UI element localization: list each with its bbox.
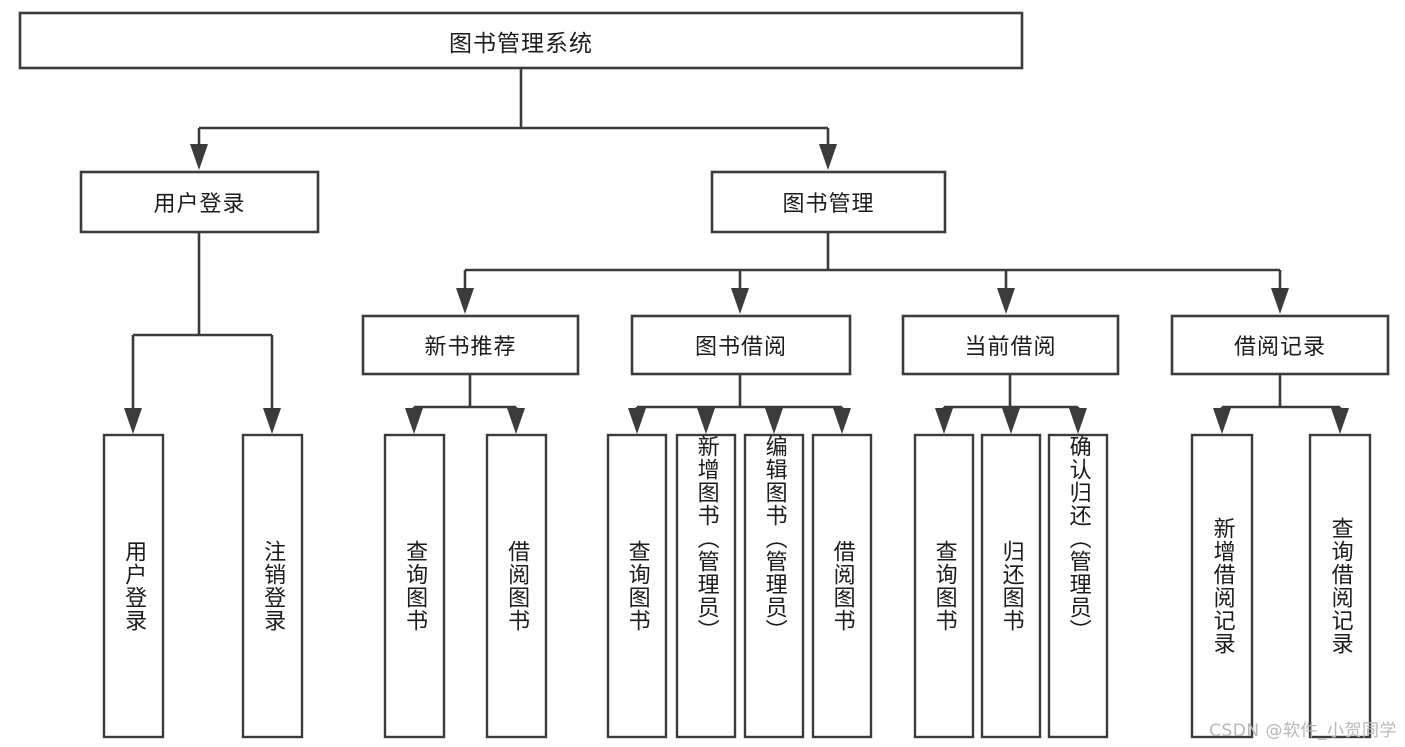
node-book-borrow[interactable] <box>630 314 852 376</box>
node-book-manage[interactable] <box>710 170 947 234</box>
arrow-leaf-confirm-return <box>1069 408 1087 434</box>
arrow-to-user-login <box>190 144 208 170</box>
node-leaf-query-book-3[interactable] <box>913 433 975 739</box>
arrow-leaf-query-book-2 <box>628 408 646 434</box>
node-leaf-query-record[interactable] <box>1308 433 1372 739</box>
node-leaf-borrow-book-1[interactable] <box>485 433 548 739</box>
node-leaf-edit-book[interactable] <box>743 433 805 739</box>
arrow-leaf-edit-book <box>765 408 783 434</box>
arrow-leaf-query-record <box>1331 408 1349 434</box>
arrow-leaf-query-book-1 <box>405 408 423 434</box>
node-leaf-add-book[interactable] <box>675 433 737 739</box>
node-leaf-user-logout[interactable] <box>241 433 304 739</box>
node-leaf-return-book[interactable] <box>980 433 1042 739</box>
arrow-leaf-user-logout <box>263 408 281 434</box>
arrow-leaf-add-book <box>697 408 715 434</box>
arrow-to-new-book-recommend <box>456 288 474 314</box>
arrow-to-book-borrow <box>731 288 749 314</box>
node-new-book-recommend[interactable] <box>361 314 580 376</box>
arrow-leaf-return-book <box>1002 408 1020 434</box>
arrow-leaf-user-login <box>124 408 142 434</box>
arrow-to-current-borrow <box>997 288 1015 314</box>
node-leaf-add-record[interactable] <box>1190 433 1254 739</box>
arrow-to-book-manage <box>819 144 837 170</box>
arrow-leaf-borrow-book-2 <box>833 408 851 434</box>
node-root-system[interactable] <box>18 11 1024 70</box>
arrow-leaf-borrow-book-1 <box>507 408 525 434</box>
node-user-login[interactable] <box>79 170 320 234</box>
node-leaf-borrow-book-2[interactable] <box>811 433 873 739</box>
node-leaf-query-book-1[interactable] <box>383 433 446 739</box>
node-leaf-query-book-2[interactable] <box>606 433 668 739</box>
arrow-to-borrow-record <box>1271 288 1289 314</box>
node-current-borrow[interactable] <box>901 314 1120 376</box>
arrow-leaf-query-book-3 <box>935 408 953 434</box>
node-leaf-user-login[interactable] <box>102 433 165 739</box>
arrow-leaf-add-record <box>1213 408 1231 434</box>
node-borrow-record[interactable] <box>1170 314 1390 376</box>
node-leaf-confirm-return[interactable] <box>1047 433 1109 739</box>
